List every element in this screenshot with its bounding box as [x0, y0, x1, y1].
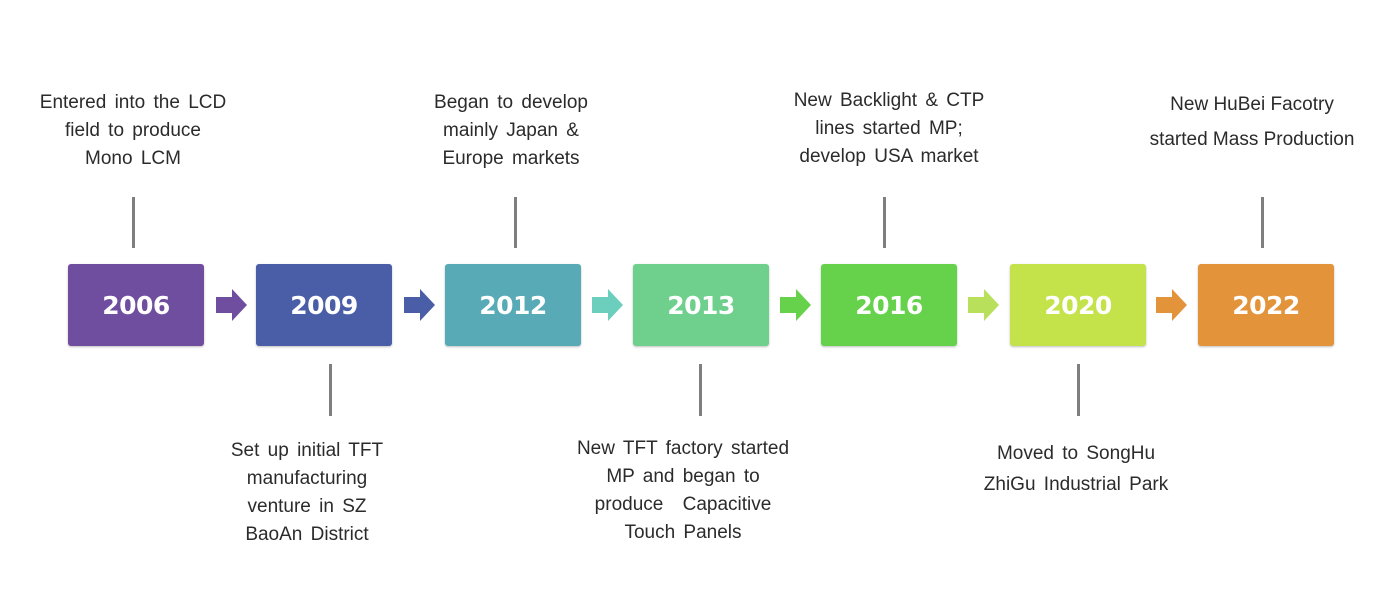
connector-line	[329, 364, 332, 416]
connector-line	[1261, 197, 1264, 248]
year-box-2022: 2022	[1198, 264, 1334, 346]
year-label: 2009	[290, 290, 358, 320]
arrow-right-icon	[968, 288, 1000, 322]
milestone-text-2012: Began to develop mainly Japan & Europe m…	[434, 92, 588, 169]
year-label: 2012	[479, 290, 547, 320]
arrow-right-icon	[780, 288, 812, 322]
connector-line	[699, 364, 702, 416]
milestone-text-2006: Entered into the LCD field to produce Mo…	[39, 92, 227, 169]
year-box-2009: 2009	[256, 264, 392, 346]
milestone-text-2013: New TFT factory started MP and began to …	[576, 438, 790, 543]
connector-line	[883, 197, 886, 248]
connector-line	[514, 197, 517, 248]
arrow-right-icon	[404, 288, 436, 322]
milestone-text-2009: Set up initial TFT manufacturing venture…	[230, 440, 384, 545]
connector-line	[1077, 364, 1080, 416]
year-label: 2022	[1232, 290, 1300, 320]
arrow-right-icon	[592, 288, 624, 322]
milestone-text-2020: Moved to SongHu ZhiGu Industrial Park	[983, 443, 1169, 495]
year-box-2016: 2016	[821, 264, 957, 346]
year-label: 2006	[102, 290, 170, 320]
arrow-right-icon	[1156, 288, 1188, 322]
year-box-2013: 2013	[633, 264, 769, 346]
milestone-text-2022: New HuBei Facotry started Mass Productio…	[1149, 94, 1355, 150]
year-label: 2020	[1044, 290, 1112, 320]
year-label: 2016	[855, 290, 923, 320]
milestone-text-2016: New Backlight & CTP lines started MP; de…	[793, 90, 985, 167]
year-box-2020: 2020	[1010, 264, 1146, 346]
year-box-2012: 2012	[445, 264, 581, 346]
year-box-2006: 2006	[68, 264, 204, 346]
year-label: 2013	[667, 290, 735, 320]
connector-line	[132, 197, 135, 248]
arrow-right-icon	[216, 288, 248, 322]
